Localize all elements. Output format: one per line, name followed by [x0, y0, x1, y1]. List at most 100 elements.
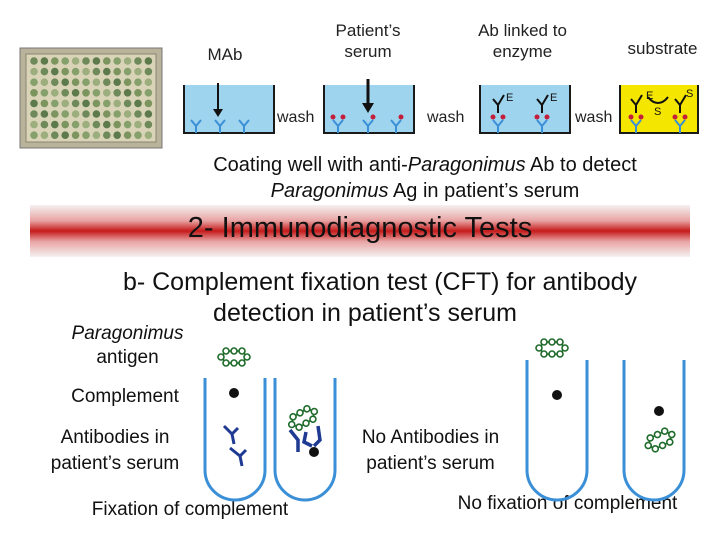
section-banner [30, 205, 690, 257]
plate-well [144, 120, 153, 129]
plate-well [123, 67, 132, 76]
plate-well [51, 57, 59, 65]
plate-well [61, 120, 69, 129]
plate-well [61, 78, 69, 86]
plate-well [40, 78, 49, 86]
plate-well [82, 110, 90, 118]
plate-well [92, 57, 101, 65]
plate-well [134, 78, 142, 86]
plate-well [144, 89, 153, 97]
plate-well [40, 67, 49, 76]
step-substrate-label: substrate [627, 39, 698, 58]
well-substrate: E S S [619, 85, 699, 134]
plate-well [82, 57, 90, 65]
plate-well [61, 110, 69, 118]
complement-dot-4 [654, 406, 664, 416]
complement-dot-3 [552, 390, 562, 400]
step-serum-label: Patient’s serum [335, 21, 401, 61]
plate-well [92, 99, 101, 108]
plate-well [51, 78, 59, 86]
plate-well [134, 99, 142, 108]
plate-well [30, 131, 38, 139]
plate-well [123, 89, 132, 97]
wash-1-label: wash [276, 109, 314, 126]
label-antibodies-line1: Antibodies in [60, 427, 170, 448]
plate-well [92, 67, 101, 76]
enzyme-letter-2: E [550, 92, 557, 104]
complement-dot-1 [229, 388, 239, 398]
plate-well [144, 67, 153, 76]
well-mab [183, 83, 275, 134]
plate-well [134, 57, 142, 65]
plate-well [92, 131, 101, 139]
plate-well [113, 67, 121, 76]
plate-well [92, 120, 101, 129]
plate-well [30, 67, 38, 76]
plate-well [134, 120, 142, 129]
plate-well [103, 131, 111, 139]
plate-well [134, 110, 142, 118]
plate-well [103, 99, 111, 108]
plate-well [51, 120, 59, 129]
caption-no-fixation: No fixation of complement [457, 493, 678, 514]
coating-antibodies [190, 119, 250, 133]
plate-well [92, 89, 101, 97]
plate-well [103, 67, 111, 76]
plate-well [103, 110, 111, 118]
antigen-icon-tube-3 [535, 338, 569, 358]
plate-well [103, 78, 111, 86]
label-antibodies-line2: patient’s serum [50, 453, 180, 474]
plate-well [30, 120, 38, 129]
plate-well [30, 99, 38, 108]
plate-well [71, 89, 80, 97]
plate-well [61, 89, 69, 97]
tube-2 [273, 378, 337, 502]
plate-well [113, 89, 121, 97]
plate-well [134, 67, 142, 76]
antigen-icon-legend [217, 347, 251, 367]
cft-heading-line2: detection in patient’s serum [213, 299, 517, 327]
plate-well [51, 131, 59, 139]
label-antigen-species: Paragonimus [71, 323, 184, 344]
cft-heading-line1: b- Complement fixation test (CFT) for an… [122, 268, 638, 296]
caption-fixation: Fixation of complement [91, 499, 289, 520]
antigen-icon-tube-2 [283, 401, 323, 435]
plate-well [113, 99, 121, 108]
tube-1 [203, 378, 267, 502]
plate-well [40, 89, 49, 97]
elisa-caption-line1: Coating well with anti-Paragonimus Ab to… [213, 154, 637, 176]
substrate-letter-1: S [654, 106, 661, 118]
plate-well [40, 110, 49, 118]
plate-well [92, 110, 101, 118]
plate-well [82, 120, 90, 129]
plate-well [113, 78, 121, 86]
wash-3-label: wash [574, 109, 612, 126]
wash-2-label: wash [426, 109, 464, 126]
plate-well [92, 78, 101, 86]
plate-well [134, 89, 142, 97]
plate-well [30, 89, 38, 97]
plate-well [103, 57, 111, 65]
plate-well [40, 99, 49, 108]
plate-well [30, 110, 38, 118]
label-no-antibodies-line2: patient’s serum [366, 453, 495, 474]
plate-well [123, 78, 132, 86]
antigen-icon-tube-4 [640, 424, 680, 456]
enzyme-letter-3: E [646, 90, 653, 102]
plate-well [30, 78, 38, 86]
plate-well [144, 57, 153, 65]
plate-well [61, 67, 69, 76]
plate-well [40, 120, 49, 129]
plate-well [61, 57, 69, 65]
plate-well [113, 110, 121, 118]
antibody-icon-tube-2 [288, 425, 322, 452]
label-no-antibodies-line1: No Antibodies in [361, 427, 500, 448]
plate-well [113, 57, 121, 65]
plate-well [103, 120, 111, 129]
substrate-letter-2: S [686, 88, 693, 100]
plate-well [82, 67, 90, 76]
plate-well [123, 99, 132, 108]
plate-well [51, 89, 59, 97]
enzyme-letter-1: E [506, 92, 513, 104]
